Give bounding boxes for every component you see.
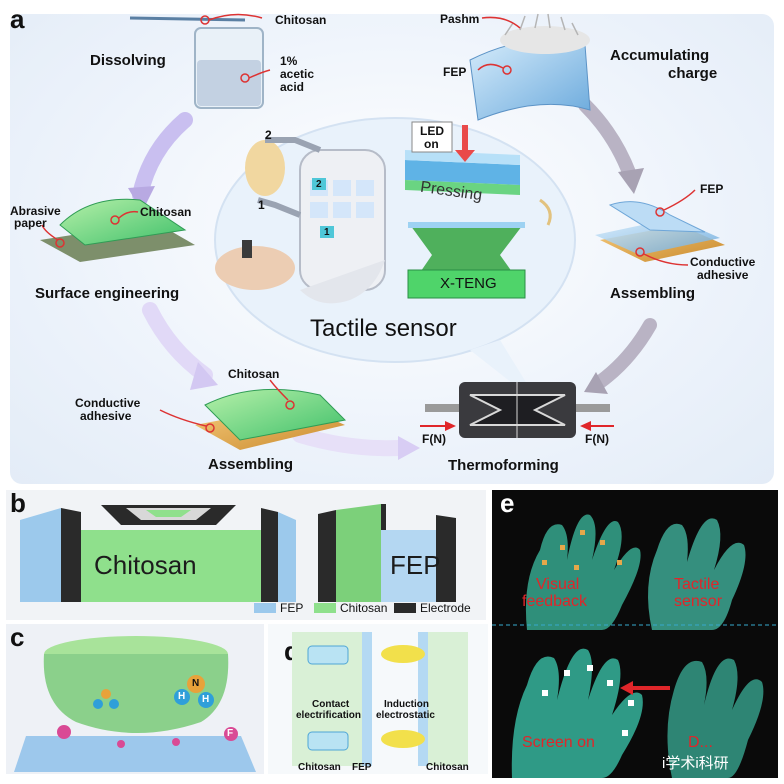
label-led-on: on	[424, 137, 439, 151]
badge-1: 1	[324, 227, 330, 238]
cycle-arrow-top-left	[132, 112, 193, 203]
cycle-arrow-left-down	[142, 302, 213, 383]
legend-chitosan: Chitosan	[340, 601, 388, 615]
label-sensor: sensor	[674, 593, 723, 610]
label-finger-2: 2	[265, 128, 272, 142]
cycle-arrow-head-3	[398, 436, 420, 460]
label-adhesive-bottom: adhesive	[80, 409, 132, 423]
label-electrification: electrification	[296, 710, 362, 721]
label-tactile-sensor: Tactile sensor	[310, 315, 457, 342]
label-acetic-3: acid	[280, 80, 305, 94]
pressing-device-illustration	[405, 121, 552, 226]
beaker-illustration	[129, 13, 271, 109]
label-accumulating: Accumulating	[610, 47, 710, 64]
panel-d: d Contact electrification Induction elec…	[268, 624, 488, 774]
atom-n: N	[192, 678, 200, 689]
label-finger-1: 1	[258, 198, 265, 212]
label-chitosan-left: Chitosan	[140, 205, 192, 219]
legend-fep: FEP	[280, 601, 304, 615]
thermoforming-illustration	[420, 382, 614, 438]
panel-c-letter: c	[10, 622, 25, 652]
panel-e: e Visual feedback Tactile sensor Screen …	[492, 488, 778, 778]
xteng-illustration	[407, 222, 526, 299]
label-acetic-2: acetic	[280, 67, 315, 81]
label-d-chitosan-right: Chitosan	[426, 762, 469, 773]
label-fep-right: FEP	[700, 182, 724, 196]
label-induction: Induction	[384, 699, 429, 710]
panel-c: c N H H F	[6, 622, 264, 774]
panel-a: a	[10, 4, 774, 484]
label-chitosan-bottom: Chitosan	[228, 367, 280, 381]
surface-engineering-illustration	[40, 198, 195, 262]
label-partial: D...	[688, 734, 713, 751]
label-pashm: Pashm	[440, 12, 480, 26]
label-visual: Visual	[536, 576, 580, 593]
watermark: i学术i科研	[662, 755, 729, 772]
assembling-right-illustration	[595, 189, 725, 266]
panel-b-diagram	[20, 504, 456, 613]
label-acetic-1: 1%	[280, 54, 298, 68]
label-tactile: Tactile	[674, 576, 720, 593]
label-conductive-right: Conductive	[690, 255, 756, 269]
fep-pashm-illustration	[469, 13, 591, 121]
label-contact: Contact	[312, 699, 350, 710]
label-b-fep: FEP	[390, 550, 441, 580]
cycle-arrow-bottom	[292, 427, 408, 457]
label-chitosan-top: Chitosan	[275, 13, 327, 27]
label-xteng: X-TENG	[440, 275, 497, 292]
cycle-arrow-right-down	[593, 318, 657, 389]
label-d-chitosan-left: Chitosan	[298, 762, 341, 773]
cycle-arrow-head-2	[190, 362, 218, 390]
label-force-left: F(N)	[422, 432, 446, 446]
label-b-chitosan: Chitosan	[94, 550, 197, 580]
label-screen-on: Screen on	[522, 734, 595, 751]
label-d-fep: FEP	[352, 762, 372, 773]
cycle-arrow-head-1	[128, 186, 155, 212]
label-surface-engineering: Surface engineering	[35, 285, 180, 302]
cycle-arrow-head-4	[618, 168, 644, 194]
label-dissolving: Dissolving	[90, 52, 166, 69]
panel-e-letter: e	[500, 488, 515, 518]
label-charge: charge	[668, 65, 718, 82]
panel-a-letter: a	[10, 4, 25, 34]
label-abrasive: Abrasive	[10, 204, 61, 218]
panel-d-diagram	[292, 632, 468, 766]
label-fep-top: FEP	[443, 65, 467, 79]
cycle-arrow-right-top	[578, 98, 637, 182]
assembling-bottom-illustration	[159, 379, 347, 450]
label-electrostatic: electrostatic	[376, 710, 435, 721]
label-conductive-bottom: Conductive	[75, 396, 141, 410]
panel-b-letter: b	[10, 488, 26, 518]
atom-h-1: H	[178, 691, 186, 702]
cycle-arrow-head-5	[584, 372, 608, 394]
panel-a-diagram	[40, 13, 725, 460]
label-force-right: F(N)	[585, 432, 609, 446]
label-feedback: feedback	[522, 593, 587, 610]
panel-b: b Chitosan FEP FEP Chitosan Electrode	[6, 488, 486, 620]
label-thermoforming: Thermoforming	[448, 457, 559, 474]
atom-h-2: H	[202, 694, 210, 705]
label-adhesive-right: adhesive	[697, 268, 749, 282]
label-led: LED	[420, 124, 444, 138]
label-paper: paper	[14, 216, 47, 230]
atom-f: F	[227, 728, 234, 739]
panel-c-diagram	[14, 636, 256, 772]
label-assembling-right: Assembling	[610, 285, 696, 302]
panel-e-photo	[492, 514, 778, 778]
robot-hand-illustration	[215, 137, 386, 304]
badge-2: 2	[316, 179, 322, 190]
label-assembling-bottom: Assembling	[208, 456, 294, 473]
legend-electrode: Electrode	[420, 601, 471, 615]
